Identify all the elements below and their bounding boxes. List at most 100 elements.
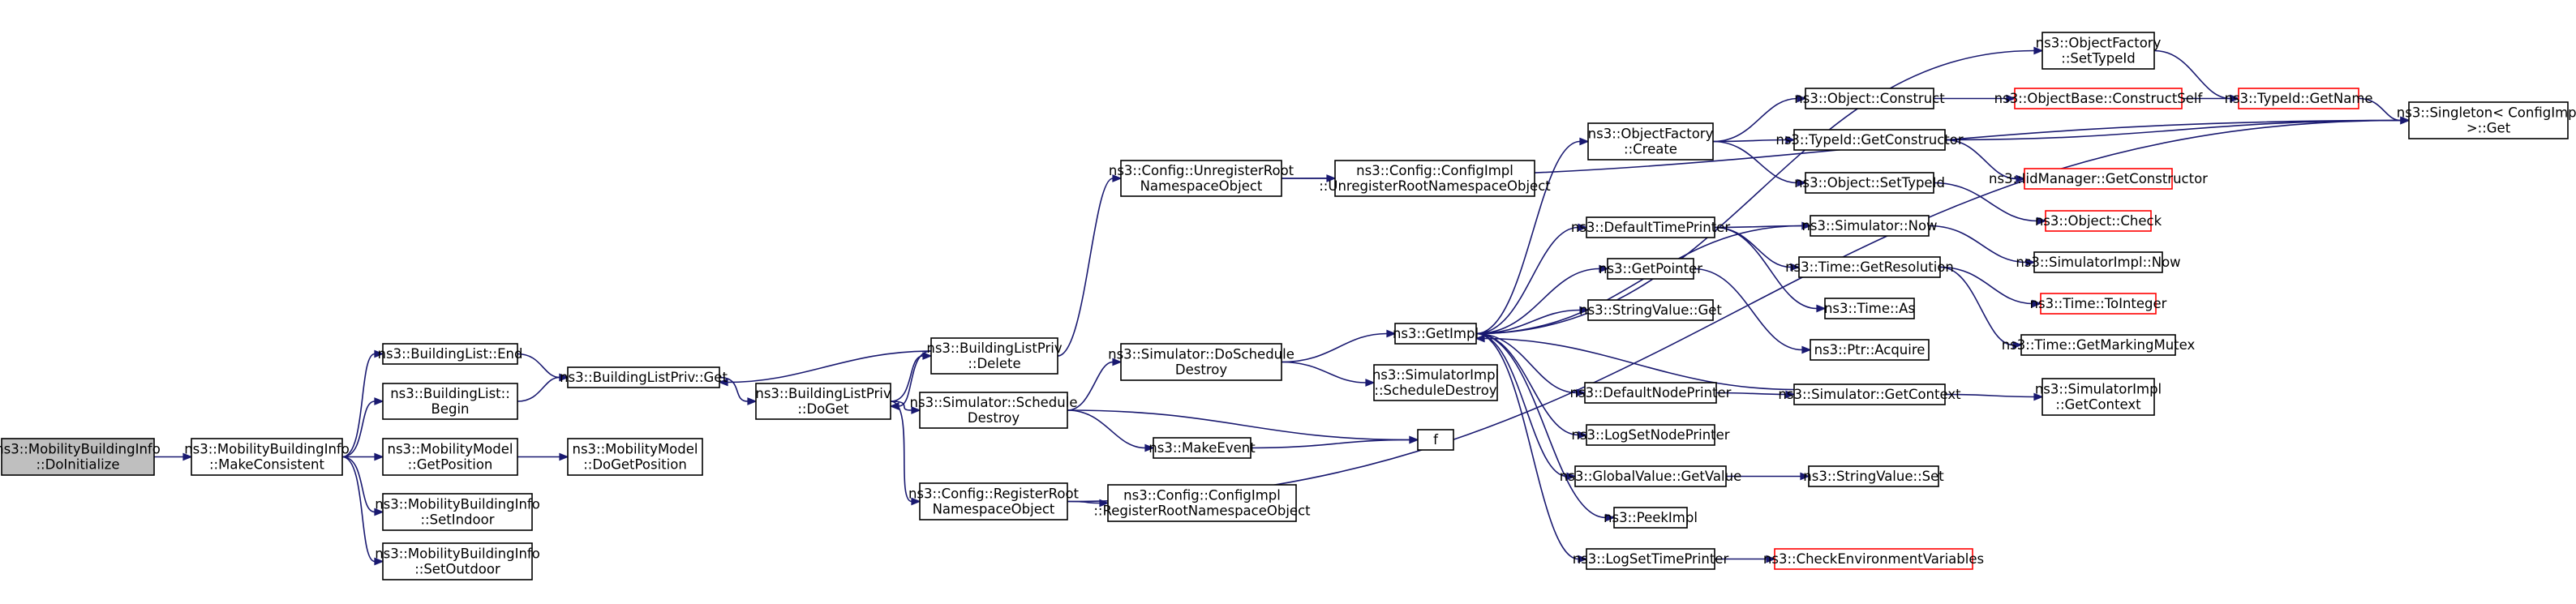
call-edge-n_make-to-n_blbegin: [341, 397, 384, 458]
node-label: ns3::CheckEnvironmentVariables: [1763, 551, 1984, 567]
node-label: ::UnregisterRootNamespaceObject: [1319, 178, 1551, 194]
node-tidgetctor[interactable]: ns3::TypeId::GetConstructor: [1775, 129, 1964, 151]
node-label: f: [1433, 432, 1439, 448]
node-label: ::MakeConsistent: [209, 457, 325, 473]
call-edge-n_blbegin-to-n_blpget: [517, 373, 569, 402]
node-ptracquire[interactable]: ns3::Ptr::Acquire: [1810, 339, 1930, 361]
node-label: ns3::Config::ConfigImpl: [1356, 163, 1513, 178]
node-blpdelete[interactable]: ns3::BuildingListPriv::Delete: [926, 337, 1063, 375]
node-cfgunreg[interactable]: ns3::Config::UnregisterRootNamespaceObje…: [1109, 160, 1294, 197]
node-simimplsched[interactable]: ns3::SimulatorImpl::ScheduleDestroy: [1372, 364, 1499, 401]
node-blend[interactable]: ns3::BuildingList::End: [378, 343, 523, 365]
node-label: ns3::SimulatorImpl::Now: [2016, 255, 2180, 270]
node-simschedd[interactable]: ns3::Simulator::ScheduleDestroy: [910, 392, 1078, 429]
call-edge-n_tidgetname-to-n_singleton: [2358, 97, 2411, 125]
node-label: ns3::TypeId::GetConstructor: [1775, 132, 1963, 148]
node-blpdoget[interactable]: ns3::BuildingListPriv::DoGet: [755, 383, 891, 420]
node-label: ns3::Config::ConfigImpl: [1123, 488, 1281, 503]
call-edge-n_root-to-n_make: [154, 452, 193, 461]
node-label: ns3::ObjectFactory: [1588, 126, 1714, 142]
call-edge-n_blpdelete-to-n_blpget: [718, 350, 932, 387]
node-simgetctx[interactable]: ns3::Simulator::GetContext: [1778, 383, 1961, 405]
node-label: ns3::MobilityBuildingInfo: [375, 497, 540, 512]
node-objsettid[interactable]: ns3::Object::SetTypeId: [1794, 172, 1945, 194]
node-cfgimplreg[interactable]: ns3::Config::ConfigImpl::RegisterRootNam…: [1093, 484, 1311, 522]
node-label: ::DoGetPosition: [583, 457, 687, 473]
node-label: ns3::BuildingList::End: [378, 346, 523, 362]
node-simimplnow[interactable]: ns3::SimulatorImpl::Now: [2016, 251, 2181, 273]
node-objbconstructself[interactable]: ns3::ObjectBase::ConstructSelf: [1994, 88, 2204, 109]
node-f[interactable]: f: [1417, 429, 1454, 451]
node-label: ns3::MobilityModel: [572, 442, 698, 457]
call-edge-n_timegetres-to-n_timemutex: [1939, 266, 2023, 349]
node-label: ns3::LogSetTimePrinter: [1573, 551, 1729, 567]
node-cfgregroot[interactable]: ns3::Config::RegisterRootNamespaceObject: [908, 482, 1080, 520]
node-label: ns3::Object::Construct: [1794, 91, 1945, 106]
node-label: ns3::Simulator::Now: [1801, 218, 1937, 233]
node-deftp[interactable]: ns3::DefaultTimePrinter: [1571, 216, 1730, 238]
node-cfgimplunreg[interactable]: ns3::Config::ConfigImpl::UnregisterRootN…: [1319, 160, 1551, 197]
node-blpget[interactable]: ns3::BuildingListPriv::Get: [560, 366, 728, 388]
node-objcheck[interactable]: ns3::Object::Check: [2035, 210, 2162, 232]
node-peekimpl[interactable]: ns3::PeekImpl: [1604, 507, 1698, 529]
call-edge-n_blpdoget-to-n_simschedd: [890, 401, 921, 414]
node-objfcreate[interactable]: ns3::ObjectFactory::Create: [1587, 122, 1714, 161]
call-edge-n_getimpl-to-n_peekimpl: [1475, 332, 1616, 522]
node-timemutex[interactable]: ns3::Time::GetMarkingMutex: [2002, 334, 2196, 356]
node-label: ns3::MobilityModel: [387, 442, 513, 457]
node-label: Begin: [431, 401, 470, 417]
node-label: ::GetContext: [2055, 397, 2141, 413]
node-getimpl[interactable]: ns3::GetImpl: [1393, 323, 1479, 345]
node-objfsettid[interactable]: ns3::ObjectFactory::SetTypeId: [2036, 32, 2162, 70]
node-getpointer[interactable]: ns3::GetPointer: [1599, 258, 1702, 280]
node-strvalget[interactable]: ns3::StringValue::Get: [1579, 299, 1722, 321]
node-singleton[interactable]: ns3::Singleton< ConfigImpl >::Get: [2397, 101, 2576, 139]
node-blbegin[interactable]: ns3::BuildingList::Begin: [382, 383, 518, 420]
node-setindoor[interactable]: ns3::MobilityBuildingInfo::SetIndoor: [375, 493, 540, 531]
node-label: ns3::MobilityBuildingInfo: [0, 442, 161, 457]
node-iidmgr[interactable]: ns3::IidManager::GetConstructor: [1989, 168, 2208, 190]
call-edge-n_deftp-to-n_simnow: [1714, 221, 1812, 230]
node-label: ::SetTypeId: [2061, 51, 2135, 66]
node-strvalset[interactable]: ns3::StringValue::Set: [1803, 465, 1944, 487]
node-label: ns3::BuildingListPriv: [926, 341, 1062, 356]
node-timeas[interactable]: ns3::Time::As: [1824, 298, 1915, 319]
node-label: ns3::Time::GetResolution: [1785, 259, 1954, 275]
node-logsetnp[interactable]: ns3::LogSetNodePrinter: [1571, 424, 1730, 446]
node-timegetres[interactable]: ns3::Time::GetResolution: [1785, 256, 1954, 278]
call-edge-n_make-to-n_setoutdoor: [341, 456, 384, 566]
node-label: ns3::SimulatorImpl: [1372, 367, 1499, 383]
node-tidgetname[interactable]: ns3::TypeId::GetName: [2224, 88, 2373, 109]
node-defnp[interactable]: ns3::DefaultNodePrinter: [1570, 382, 1732, 404]
node-logsettp[interactable]: ns3::LogSetTimePrinter: [1573, 548, 1729, 570]
call-edge-n_getimpl-to-n_getpointer: [1475, 264, 1609, 335]
node-label: ns3::Simulator::GetContext: [1778, 387, 1961, 402]
node-label: ns3::GetPointer: [1599, 261, 1702, 276]
node-root[interactable]: ns3::MobilityBuildingInfo::DoInitialize: [0, 438, 161, 476]
node-checkenv[interactable]: ns3::CheckEnvironmentVariables: [1763, 548, 1984, 570]
node-label: ::DoGet: [797, 401, 849, 417]
node-label: ns3::Config::RegisterRoot: [908, 486, 1080, 502]
call-edge-n_simschedd-to-n_simdosched: [1067, 358, 1123, 411]
node-label: ns3::PeekImpl: [1604, 510, 1698, 525]
node-timetoint[interactable]: ns3::Time::ToInteger: [2030, 293, 2167, 315]
node-make[interactable]: ns3::MobilityBuildingInfo::MakeConsisten…: [184, 438, 350, 476]
node-simnow[interactable]: ns3::Simulator::Now: [1801, 215, 1938, 237]
call-edge-n_deftp-to-n_timeas: [1714, 226, 1827, 313]
node-label: ns3::MobilityBuildingInfo: [375, 546, 540, 562]
node-gvgetvalue[interactable]: ns3::GlobalValue::GetValue: [1560, 465, 1741, 487]
node-makeevent[interactable]: ns3::MakeEvent: [1148, 437, 1256, 459]
node-mmdogetpos[interactable]: ns3::MobilityModel::DoGetPosition: [567, 438, 703, 476]
node-setoutdoor[interactable]: ns3::MobilityBuildingInfo::SetOutdoor: [375, 542, 540, 580]
node-label: NamespaceObject: [933, 502, 1055, 517]
node-label: ns3::BuildingListPriv: [755, 386, 891, 401]
call-edge-n_objbconstructself-to-n_tidgetname: [2182, 94, 2240, 103]
node-label: Destroy: [968, 410, 1020, 426]
call-edge-n_getpointer-to-n_ptracquire: [1693, 268, 1812, 354]
call-edge-n_objconstruct-to-n_objbconstructself: [1934, 94, 2016, 103]
node-simimplctx[interactable]: ns3::SimulatorImpl::GetContext: [2035, 378, 2162, 416]
node-mmgetpos[interactable]: ns3::MobilityModel::GetPosition: [382, 438, 518, 476]
node-objconstruct[interactable]: ns3::Object::Construct: [1794, 88, 1945, 109]
node-label: ::GetPosition: [408, 457, 493, 473]
